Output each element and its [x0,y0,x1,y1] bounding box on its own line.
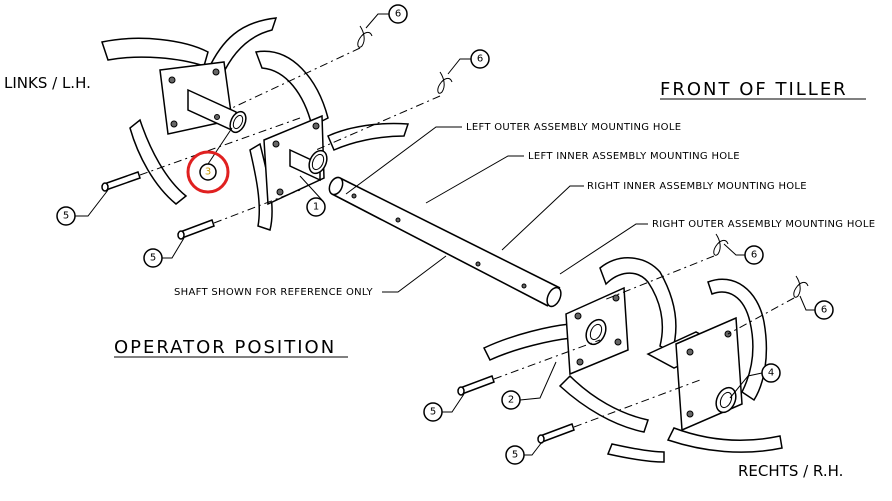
callout-5-b: 5 [143,237,185,268]
shaft-reference-label: SHAFT SHOWN FOR REFERENCE ONLY [174,287,373,298]
callout-2: 2 [501,361,557,410]
svg-text:5: 5 [512,450,518,461]
right-inner-hole-label: RIGHT INNER ASSEMBLY MOUNTING HOLE [587,181,807,192]
shaft-reference-leader [382,255,447,293]
svg-text:2: 2 [508,395,514,406]
pin-right-upper [457,339,601,396]
callout-4: 4 [729,363,781,399]
callout-5-a: 5 [56,189,109,226]
callout-6-c: 6 [723,243,764,265]
svg-text:6: 6 [477,54,483,65]
svg-text:5: 5 [63,211,69,222]
right-outer-hole-label: RIGHT OUTER ASSEMBLY MOUNTING HOLE [652,219,875,230]
callout-1: 1 [299,175,326,217]
left-outer-leader [345,126,462,195]
svg-text:5: 5 [150,253,156,264]
hair-clip-lower-1 [603,233,729,301]
callout-6-d: 6 [799,295,834,320]
svg-text:6: 6 [751,250,757,261]
svg-text:1: 1 [313,202,319,213]
callout-5-d: 5 [505,441,543,465]
callout-6-a: 6 [365,4,408,29]
svg-text:6: 6 [821,305,827,316]
pin-left-lower [177,189,301,240]
left-outer-hole-label: LEFT OUTER ASSEMBLY MOUNTING HOLE [466,122,681,133]
front-of-tiller-title: FRONT OF TILLER [660,79,848,100]
left-inner-hole-label: LEFT INNER ASSEMBLY MOUNTING HOLE [528,151,740,162]
left-inner-leader [425,155,524,204]
callout-5-c: 5 [423,393,465,422]
callout-6-b: 6 [447,49,490,75]
right-hand-label: RECHTS / R.H. [738,462,843,480]
svg-text:5: 5 [430,407,436,418]
pin-right-lower [537,379,701,444]
svg-text:6: 6 [395,9,401,20]
hair-clip-upper-1 [231,25,373,109]
left-hand-label: LINKS / L.H. [4,74,91,92]
right-outer-leader [559,223,648,275]
right-inner-leader [501,185,584,251]
svg-text:3: 3 [205,167,211,178]
left-tine-assembly [101,17,410,231]
operator-position-title: OPERATOR POSITION [114,337,336,358]
shaft [328,176,562,308]
hair-clip-lower-2 [727,275,809,335]
callout-3: 3 [186,127,233,194]
hair-clip-upper-2 [315,71,453,151]
right-tine-assembly [482,257,783,463]
svg-text:4: 4 [768,368,774,379]
highlight-ring [186,150,230,194]
